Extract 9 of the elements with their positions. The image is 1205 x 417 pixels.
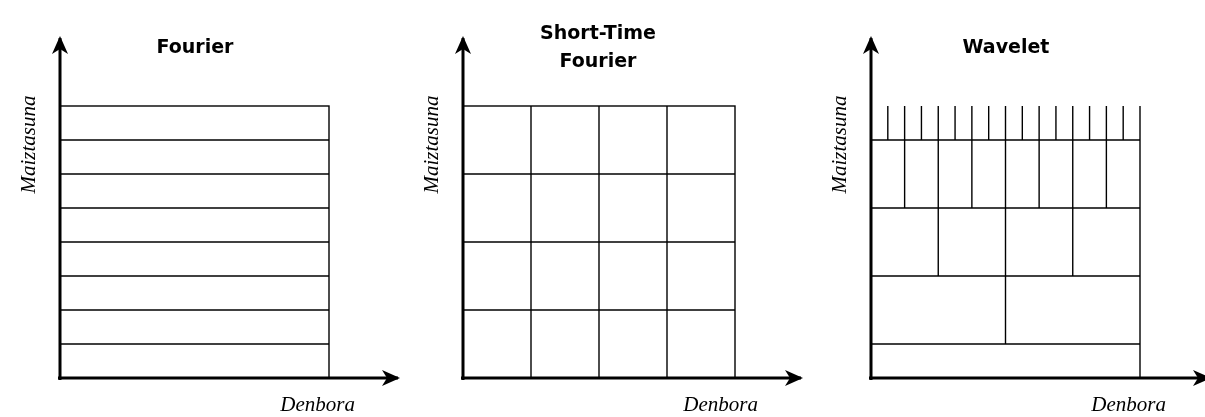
axis-label: Denbora xyxy=(1090,392,1166,417)
axis-label: Maiztasuna xyxy=(15,94,41,196)
axis-label: Denbora xyxy=(682,392,758,417)
panel-title: Short-Time Fourier xyxy=(539,20,657,73)
axis-label: Maiztasuna xyxy=(418,94,444,196)
panel-title: Fourier xyxy=(155,34,235,59)
panel-title: Wavelet xyxy=(961,34,1051,59)
axis-label: Denbora xyxy=(279,392,355,417)
axis-label: Maiztasuna xyxy=(826,94,852,196)
